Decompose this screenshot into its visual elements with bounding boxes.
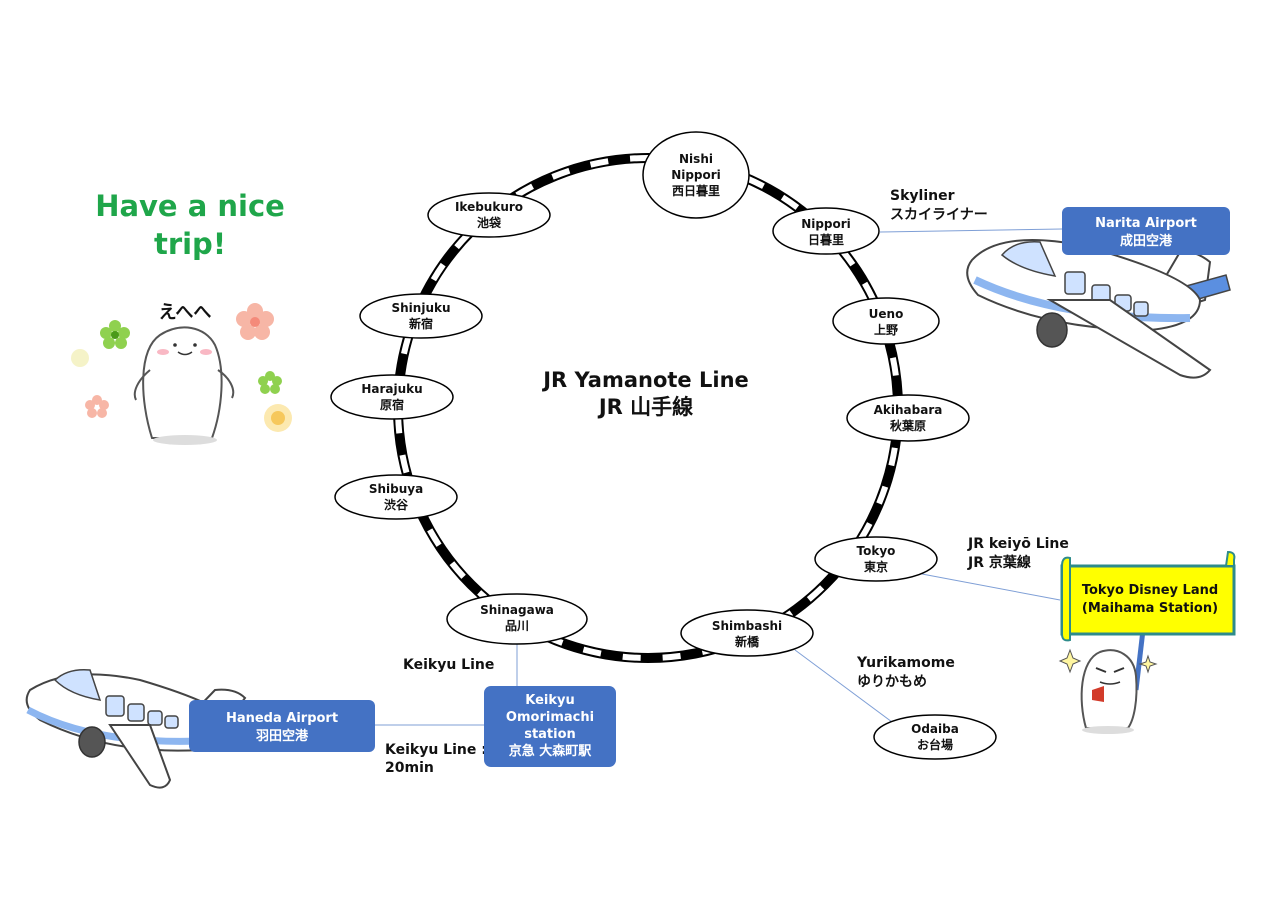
- station-label-en: Nippori: [671, 168, 721, 182]
- station-label-ja: 品川: [505, 619, 529, 633]
- station-label-ja: 池袋: [477, 215, 502, 230]
- station-label-en: Nishi: [679, 152, 713, 166]
- box-label-en: Omorimachi: [506, 710, 594, 725]
- station-label-ja: 上野: [874, 322, 898, 337]
- station-ueno[interactable]: Ueno 上野: [832, 297, 940, 345]
- airplane-icon: [966, 239, 1231, 379]
- box-label-en: Keikyu: [525, 693, 575, 708]
- box-label-ja: 成田空港: [1120, 233, 1173, 249]
- keikyu-omorimachi-box[interactable]: Keikyu Omorimachi station 京急 大森町駅: [484, 686, 616, 767]
- station-odaiba[interactable]: Odaiba お台場: [873, 714, 997, 760]
- station-ikebukuro[interactable]: Ikebukuro 池袋: [427, 192, 551, 238]
- route-yurikamome-ja: ゆりかもめ: [857, 674, 927, 690]
- flower-decorations: [71, 303, 292, 432]
- route-keikyu-time-line: Keikyu Line :: [385, 742, 487, 758]
- route-skyliner-ja: スカイライナー: [890, 207, 988, 223]
- mascot-exclaim: えへへ: [159, 302, 212, 323]
- station-akihabara[interactable]: Akihabara 秋葉原: [846, 394, 970, 442]
- station-label-ja: 日暮里: [808, 232, 844, 247]
- station-label-ja: 新橋: [735, 634, 760, 649]
- box-label-en: Narita Airport: [1095, 216, 1197, 231]
- route-yurikamome-en: Yurikamome: [856, 655, 955, 671]
- station-label-en: Shinjuku: [391, 301, 450, 315]
- disney-banner[interactable]: Tokyo Disney Land (Maihama Station): [1060, 550, 1236, 691]
- map-title-en: JR Yamanote Line: [541, 368, 749, 392]
- station-label-ja: 秋葉原: [890, 418, 926, 433]
- connector-lines: [374, 228, 1063, 726]
- station-label-en: Harajuku: [361, 382, 422, 396]
- station-shinagawa[interactable]: Shinagawa 品川: [446, 593, 588, 645]
- station-label-en: Shinagawa: [480, 603, 554, 617]
- narita-airport-box[interactable]: Narita Airport 成田空港: [1062, 207, 1230, 255]
- station-label-en: Nippori: [801, 217, 851, 231]
- station-harajuku[interactable]: Harajuku 原宿: [330, 374, 454, 420]
- station-label-en: Shimbashi: [712, 619, 782, 633]
- mascot-waving-illustration: えへへ: [133, 302, 235, 445]
- station-label-ja: 新宿: [409, 316, 433, 331]
- disney-label-station: (Maihama Station): [1082, 601, 1218, 616]
- station-label-ja: 西日暮里: [672, 183, 720, 198]
- station-tokyo[interactable]: Tokyo 東京: [814, 536, 938, 582]
- route-keiyo-ja: JR 京葉線: [967, 554, 1031, 571]
- station-shinjuku[interactable]: Shinjuku 新宿: [359, 293, 483, 339]
- station-label-en: Ueno: [869, 307, 904, 321]
- station-label-en: Odaiba: [911, 722, 959, 736]
- route-keiyo-en: JR keiyō Line: [967, 536, 1069, 552]
- box-label-ja: 羽田空港: [256, 728, 309, 744]
- route-keikyu-time-duration: 20min: [385, 760, 434, 776]
- haneda-airport-box[interactable]: Haneda Airport 羽田空港: [189, 700, 375, 752]
- map-title-ja: JR 山手線: [597, 395, 693, 419]
- station-label-ja: 原宿: [380, 397, 404, 412]
- route-keikyu-line: Keikyu Line: [403, 657, 494, 673]
- box-label-en: station: [524, 727, 576, 742]
- station-shibuya[interactable]: Shibuya 渋谷: [334, 474, 458, 520]
- station-label-ja: お台場: [917, 737, 953, 752]
- mascot-holding-sign-illustration: [1058, 648, 1158, 734]
- station-label-ja: 渋谷: [384, 497, 409, 512]
- greeting-line-1: Have a nice: [95, 189, 285, 223]
- station-label-en: Akihabara: [874, 403, 943, 417]
- station-shimbashi[interactable]: Shimbashi 新橋: [680, 609, 814, 657]
- station-nishi-nippori[interactable]: Nishi Nippori 西日暮里: [642, 131, 750, 219]
- station-label-en: Ikebukuro: [455, 200, 523, 214]
- box-label-ja: 京急 大森町駅: [509, 743, 593, 759]
- disney-label-name: Tokyo Disney Land: [1082, 583, 1218, 598]
- station-label-en: Shibuya: [369, 482, 423, 496]
- route-skyliner-en: Skyliner: [890, 188, 955, 204]
- greeting-line-2: trip!: [154, 227, 226, 261]
- box-label-en: Haneda Airport: [226, 711, 338, 726]
- station-label-en: Tokyo: [857, 544, 896, 558]
- station-label-ja: 東京: [864, 559, 888, 574]
- station-nippori[interactable]: Nippori 日暮里: [772, 207, 880, 255]
